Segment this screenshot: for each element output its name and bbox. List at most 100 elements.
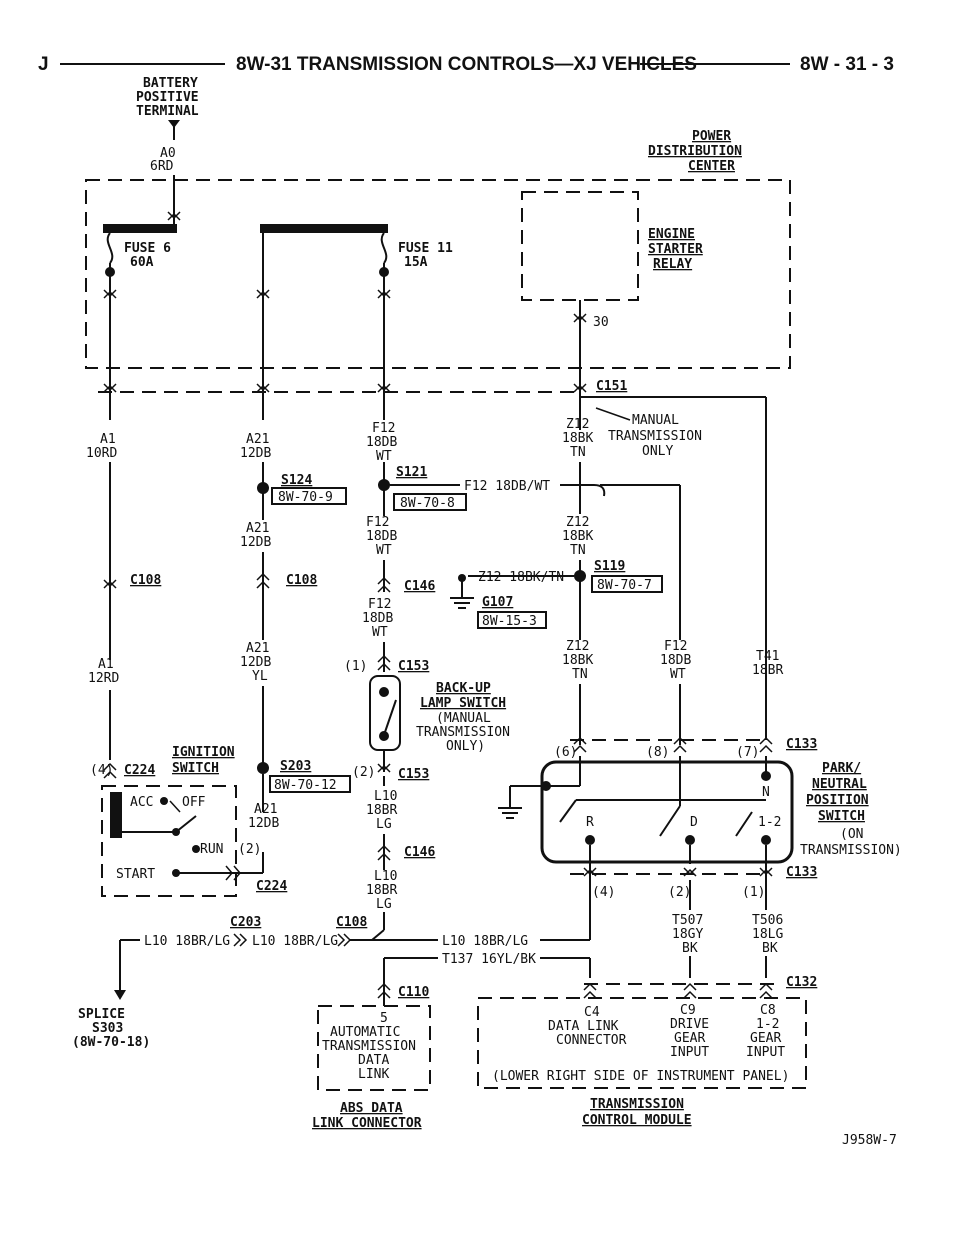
s121-ref: 8W-70-8 bbox=[400, 496, 455, 511]
s124-ref: 8W-70-9 bbox=[278, 490, 333, 505]
s121-node bbox=[378, 479, 390, 491]
f12-low-color: WT bbox=[372, 625, 388, 640]
c110-label: C110 bbox=[398, 985, 429, 1000]
relay-box bbox=[521, 191, 639, 301]
c151-label: C151 bbox=[596, 379, 627, 394]
f12-mid-circuit: F12 bbox=[366, 515, 389, 530]
c132-pin-c9 bbox=[683, 982, 697, 999]
l10a-color: LG bbox=[376, 817, 392, 832]
fuse11-rating: 15A bbox=[404, 255, 428, 270]
tcm-c4a: DATA LINK bbox=[548, 1019, 619, 1034]
f12-right-gauge: 18DB bbox=[660, 653, 691, 668]
a21-top-circuit: A21 bbox=[246, 432, 269, 447]
battery-arrow bbox=[168, 120, 180, 128]
abs-link-2: LINK CONNECTOR bbox=[312, 1116, 422, 1131]
fuse6-name: FUSE 6 bbox=[124, 241, 171, 256]
auto-dl-box bbox=[317, 1005, 431, 1091]
pnp-12-node bbox=[761, 835, 771, 845]
l10a-gauge: 18BR bbox=[366, 803, 397, 818]
c146-label-f12: C146 bbox=[404, 579, 435, 594]
fuse11-pin bbox=[377, 289, 391, 299]
c153-label-top: C153 bbox=[398, 659, 429, 674]
auto-dl-1: AUTOMATIC bbox=[330, 1025, 400, 1040]
g107-label: G107 bbox=[482, 595, 513, 610]
t506-color: BK bbox=[762, 941, 778, 956]
pnp-pin4: (4) bbox=[592, 885, 615, 900]
s203-label: S203 bbox=[280, 759, 311, 774]
fuse6-pin bbox=[103, 289, 117, 299]
fuse6-node bbox=[105, 267, 115, 277]
c224-label-bottom: C224 bbox=[256, 879, 287, 894]
f12-mid-gauge: 18DB bbox=[366, 529, 397, 544]
ign-pin4: (4) bbox=[90, 763, 113, 778]
fuse6-busbar bbox=[103, 224, 177, 233]
s119-ref: 8W-70-7 bbox=[597, 578, 652, 593]
t507-gauge: 18GY bbox=[672, 927, 703, 942]
z12-low-circuit: Z12 bbox=[566, 639, 589, 654]
s119-node bbox=[574, 570, 586, 582]
c132-label: C132 bbox=[786, 975, 817, 990]
a21-pin bbox=[256, 289, 270, 299]
pnp-r-blade bbox=[559, 799, 577, 823]
pnp-d-node bbox=[685, 835, 695, 845]
z12-low-gauge: 18BK bbox=[562, 653, 593, 668]
a0-circuit: A0 bbox=[160, 146, 176, 161]
fuse6-rating: 60A bbox=[130, 255, 154, 270]
backup-label-5: ONLY) bbox=[446, 739, 485, 754]
c153-pin2: (2) bbox=[352, 765, 375, 780]
ign-off-mark bbox=[169, 800, 181, 813]
backup-switch-bottom bbox=[379, 731, 389, 741]
fuse11-name: FUSE 11 bbox=[398, 241, 453, 256]
header-page: 8W - 31 - 3 bbox=[800, 54, 894, 75]
pnp-n-node bbox=[761, 771, 771, 781]
figure-id: J958W-7 bbox=[842, 1133, 897, 1148]
f12-low-gauge: 18DB bbox=[362, 611, 393, 626]
ign-run-node bbox=[192, 845, 200, 853]
s119-label: S119 bbox=[594, 559, 625, 574]
l10b-circuit: L10 bbox=[374, 869, 397, 884]
c108-label-a21: C108 bbox=[286, 573, 317, 588]
ign-pin2: (2) bbox=[238, 842, 261, 857]
fuse11-node bbox=[379, 267, 389, 277]
s203-node bbox=[257, 762, 269, 774]
ign-contact-blade bbox=[175, 815, 197, 833]
c146-label-l10: C146 bbox=[404, 845, 435, 860]
t506-circuit: T506 bbox=[752, 913, 783, 928]
tcm-c4b: CONNECTOR bbox=[556, 1033, 627, 1048]
pnp-r-node bbox=[585, 835, 595, 845]
s303-label-3: (8W-70-18) bbox=[72, 1035, 150, 1050]
ign-label-1: IGNITION bbox=[172, 745, 235, 760]
t137-label: T137 16YL/BK bbox=[442, 952, 536, 967]
auto-dl-pin: 5 bbox=[380, 1011, 388, 1026]
pdc-label-2: DISTRIBUTION bbox=[648, 144, 742, 159]
a21-mid-circuit: A21 bbox=[246, 521, 269, 536]
s121-ref-box bbox=[393, 493, 467, 511]
a21-low-circuit: A21 bbox=[246, 641, 269, 656]
abs-link-1: ABS DATA bbox=[340, 1101, 403, 1116]
f12-top-gauge: 18DB bbox=[366, 435, 397, 450]
battery-label-1: BATTERY bbox=[143, 76, 198, 91]
c224-pin-start bbox=[225, 865, 241, 881]
pnp-switch-box bbox=[540, 760, 794, 864]
c146-pin-l10 bbox=[377, 844, 391, 861]
relay-pin-30: 30 bbox=[593, 315, 609, 330]
t506-gauge: 18LG bbox=[752, 927, 783, 942]
c153-pin1: (1) bbox=[344, 659, 367, 674]
tcm-c9a: DRIVE bbox=[670, 1017, 709, 1032]
fuse11-busbar bbox=[260, 224, 388, 233]
c146-pin-f12 bbox=[377, 576, 391, 593]
relay-label-1: ENGINE bbox=[648, 227, 695, 242]
z12-mid-circuit: Z12 bbox=[566, 515, 589, 530]
f12-mid-color: WT bbox=[376, 543, 392, 558]
pnp-n: N bbox=[762, 785, 770, 800]
a0-gauge: 6RD bbox=[150, 159, 174, 174]
pnp-d: D bbox=[690, 815, 698, 830]
pnp-label-1: PARK/ bbox=[822, 761, 861, 776]
s121-label: S121 bbox=[396, 465, 427, 480]
pnp-r: R bbox=[586, 815, 594, 830]
relay-label-3: RELAY bbox=[653, 257, 692, 272]
tcm-label-1: TRANSMISSION bbox=[590, 1097, 684, 1112]
backup-label-3: (MANUAL bbox=[436, 711, 491, 726]
pnp-pin7: (7) bbox=[736, 745, 759, 760]
